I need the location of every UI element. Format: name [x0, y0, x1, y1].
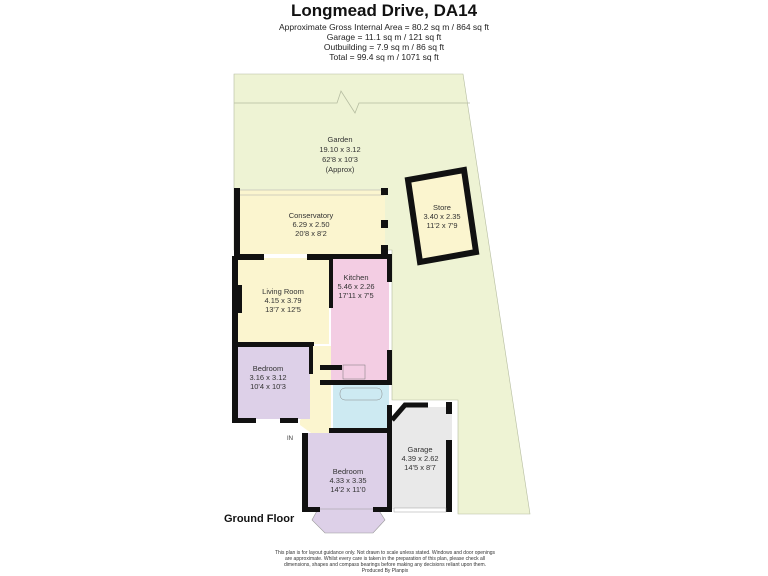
wall [232, 342, 314, 347]
wall [232, 285, 242, 313]
bedroom-2-imperial: 14'2 x 11'0 [330, 485, 365, 494]
store-building [404, 166, 480, 266]
bedroom-1-imperial: 10'4 x 10'3 [250, 382, 286, 391]
disclaimer: This plan is for layout guidance only. N… [240, 550, 530, 574]
kitchen-metric: 5.46 x 2.26 [337, 282, 374, 291]
wall [234, 188, 240, 258]
entrance-label: IN [287, 436, 293, 442]
garden-break-line [234, 90, 470, 114]
wall [232, 418, 256, 423]
wall [381, 220, 388, 228]
conservatory-label: Conservatory [289, 211, 334, 220]
hob-icon [342, 364, 366, 380]
wall [446, 440, 452, 512]
floor-label: Ground Floor [224, 513, 295, 525]
conservatory-imperial: 20'8 x 8'2 [295, 229, 327, 238]
bath-icon [339, 387, 383, 401]
wall [387, 430, 392, 512]
garden-metric: 19.10 x 3.12 [319, 145, 360, 154]
store-label: Store [433, 203, 451, 212]
wall [302, 507, 320, 512]
total-area: Total = 99.4 sq m / 1071 sq ft [329, 52, 439, 62]
gross-internal-area: Approximate Gross Internal Area = 80.2 s… [278, 22, 489, 32]
living-room-imperial: 13'7 x 12'5 [265, 305, 301, 314]
wall [381, 245, 388, 255]
garage-imperial: 14'5 x 8'7 [404, 463, 436, 472]
wall [309, 344, 313, 374]
bedroom-2-metric: 4.33 x 3.35 [329, 476, 366, 485]
disclaimer-line: This plan is for layout guidance only. N… [274, 550, 496, 556]
bedroom-2-room [307, 433, 389, 509]
bedroom-1-room [237, 347, 310, 419]
conservatory-room [237, 191, 385, 254]
kitchen-imperial: 17'11 x 7'5 [338, 291, 373, 300]
conservatory-metric: 6.29 x 2.50 [292, 220, 329, 229]
wall [232, 344, 238, 422]
disclaimer-line: Produced By Planpix [361, 568, 409, 574]
bedroom-1-label: Bedroom [253, 364, 283, 373]
bedroom-1-metric: 3.16 x 3.12 [249, 373, 286, 382]
wall [307, 254, 392, 260]
page-title: Longmead Drive, DA14 [290, 1, 478, 20]
outbuilding-area: Outbuilding = 7.9 sq m / 86 sq ft [323, 42, 445, 52]
wall [329, 258, 333, 308]
kitchen-room [331, 259, 389, 383]
store-metric: 3.40 x 2.35 [423, 212, 460, 221]
conservatory-glazing-top [237, 189, 385, 196]
wall [387, 258, 392, 282]
bedroom-2-label: Bedroom [333, 467, 363, 476]
wall [320, 365, 342, 370]
kitchen-label: Kitchen [343, 273, 368, 282]
wall [381, 188, 388, 195]
garage-room [392, 407, 452, 509]
living-room [237, 258, 329, 344]
wall [329, 428, 392, 433]
garage-label: Garage [407, 445, 432, 454]
living-room-label: Living Room [262, 287, 304, 296]
disclaimer-line: are approximate. Whilst every care is ta… [284, 556, 486, 562]
wall [373, 507, 391, 512]
wall [446, 402, 452, 414]
living-room-metric: 4.15 x 3.79 [264, 296, 301, 305]
store-imperial: 11'2 x 7'9 [426, 221, 457, 230]
wall [234, 254, 264, 260]
wall [320, 380, 392, 385]
wall [387, 405, 392, 430]
garage-metric: 4.39 x 2.62 [401, 454, 438, 463]
garage-area: Garage = 11.1 sq m / 121 sq ft [326, 32, 442, 42]
wall [302, 433, 308, 511]
wall [280, 418, 298, 423]
garden-note: (Approx) [326, 165, 355, 174]
bedroom-2-bay [311, 508, 386, 534]
wall [390, 402, 428, 422]
garden-label: Garden [327, 135, 352, 144]
wall [387, 350, 392, 382]
disclaimer-line: dimensions, shapes and compass bearings … [283, 562, 487, 568]
garden-imperial: 62'8 x 10'3 [322, 155, 358, 164]
garage-door [393, 507, 447, 513]
